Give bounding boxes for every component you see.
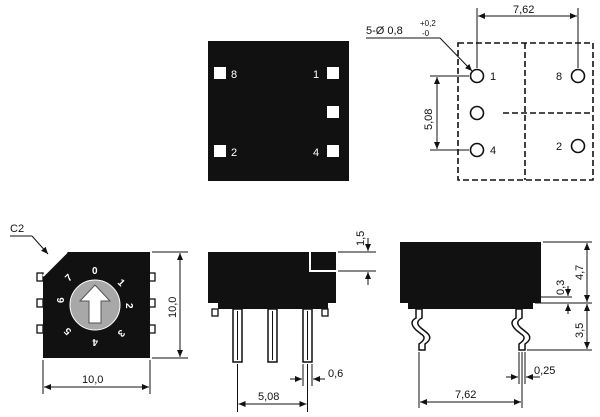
top-view-body xyxy=(208,41,349,181)
chamfer-label: C2 xyxy=(10,223,24,235)
stub-l3 xyxy=(36,324,44,334)
dim-vert-label: 5,08 xyxy=(423,109,435,130)
dim-pin-dia-label: 0,6 xyxy=(328,368,343,380)
pin-label-2: 2 xyxy=(231,147,237,159)
pin-label-4: 4 xyxy=(313,147,319,159)
top-view: 8 1 2 4 xyxy=(208,41,349,181)
hole-label-4: 4 xyxy=(490,145,496,157)
dim-thick-label: 0,25 xyxy=(534,365,555,377)
dim-top-label: 1,5 xyxy=(355,231,367,246)
dim-lead-label: 3,5 xyxy=(574,323,586,338)
hole-spec-leader xyxy=(439,37,473,72)
dial-num-6: 6 xyxy=(56,297,67,303)
end-body xyxy=(400,242,541,303)
hole-8 xyxy=(570,68,586,84)
footprint-view: 1 8 4 2 5-Ø 0,8 +0,2 -0 7,62 5,08 xyxy=(366,4,594,181)
stub-l1 xyxy=(36,272,44,282)
stub-l2 xyxy=(36,298,44,308)
side-body xyxy=(208,252,336,309)
arrow-icon xyxy=(78,284,112,324)
hole-1 xyxy=(469,68,485,84)
hole-2 xyxy=(570,138,586,154)
pad-1 xyxy=(327,67,339,79)
pin-label-1: 1 xyxy=(313,69,319,81)
end-base xyxy=(408,303,533,309)
side-tab-r xyxy=(321,308,329,317)
lead-right xyxy=(511,308,531,351)
chamfer-edge xyxy=(42,251,68,277)
side-view: 1,5 5,08 0,6 xyxy=(208,231,376,412)
dim-width-label: 10,0 xyxy=(82,374,103,386)
hole-label-8: 8 xyxy=(556,71,562,83)
hole-label-2: 2 xyxy=(556,141,562,153)
pad-8 xyxy=(214,67,226,79)
lead-left xyxy=(411,308,431,351)
pin-label-8: 8 xyxy=(231,69,237,81)
hole-tol-plus: +0,2 xyxy=(420,19,436,28)
dial-num-0: 0 xyxy=(92,266,98,277)
dim-span-label: 7,62 xyxy=(455,389,476,401)
side-tab-l xyxy=(211,308,219,317)
chamfer-leader xyxy=(31,235,49,255)
pad-2 xyxy=(214,145,226,157)
dim-pitch-label: 7,62 xyxy=(513,4,534,16)
dim-pin-pitch-label: 5,08 xyxy=(258,391,279,403)
front-view: 0 1 2 3 4 5 6 7 C2 10,0 10,0 xyxy=(10,223,188,394)
pad-mid xyxy=(327,106,339,118)
dial-num-2: 2 xyxy=(123,303,134,309)
dial-num-4: 4 xyxy=(92,336,98,347)
dim-height-label: 10,0 xyxy=(167,297,179,318)
hole-4 xyxy=(469,142,485,158)
dim-total-label: 4,7 xyxy=(574,265,586,280)
pad-4 xyxy=(327,145,339,157)
end-view: 4,7 0,3 3,5 7,62 0,25 xyxy=(400,241,592,408)
hole-spec-label: 5-Ø 0,8 xyxy=(366,25,403,37)
hole-mid xyxy=(469,105,485,121)
hole-label-1: 1 xyxy=(490,71,496,83)
hole-tol-minus: -0 xyxy=(422,29,430,38)
side-step xyxy=(309,252,336,272)
dim-gap-label: 0,3 xyxy=(555,280,567,295)
